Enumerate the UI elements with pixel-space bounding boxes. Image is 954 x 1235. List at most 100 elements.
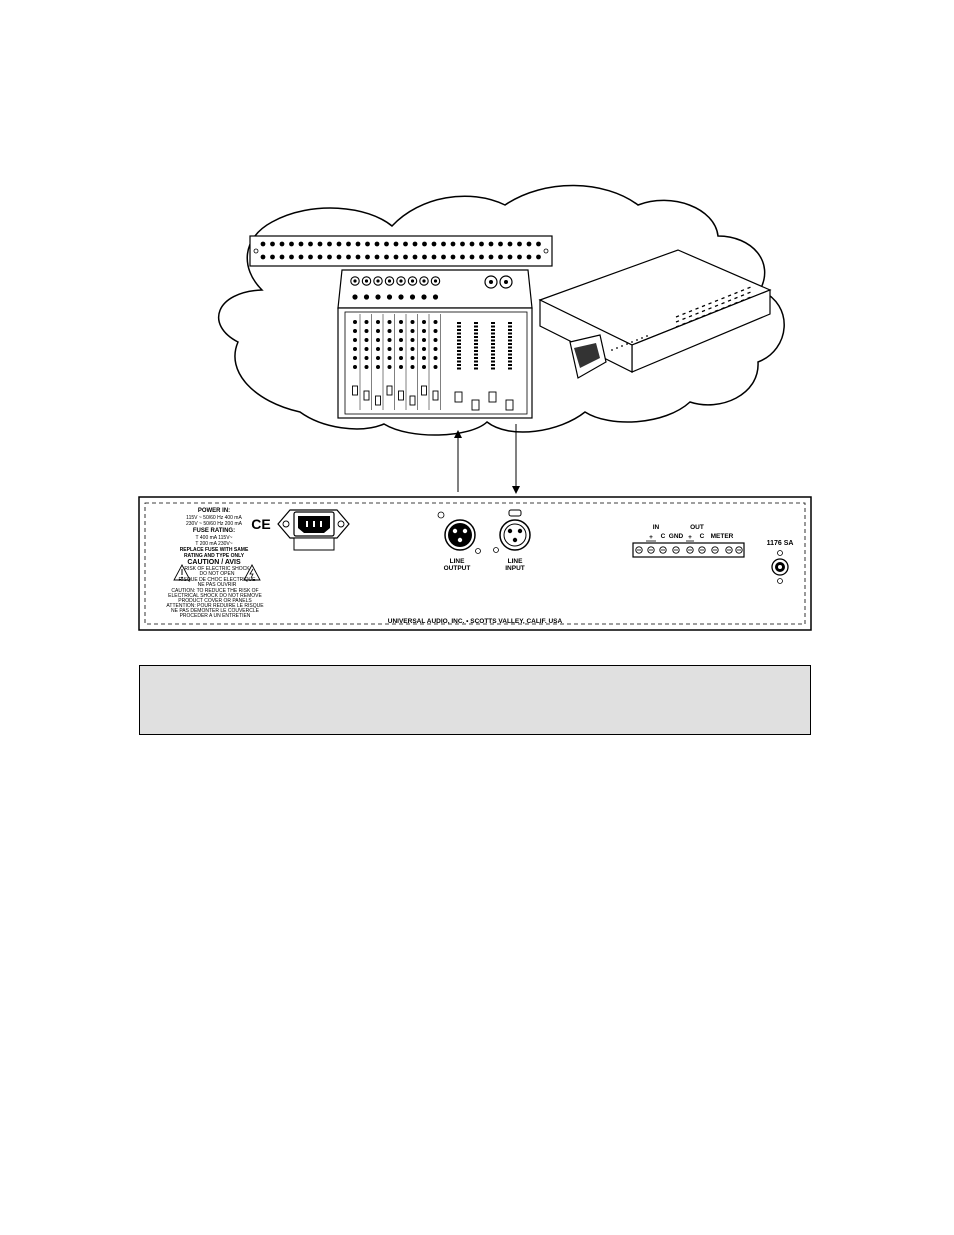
rack-vent-slot (734, 296, 738, 300)
mixer-fader (421, 385, 427, 396)
patch-jack (308, 254, 313, 260)
mixer-input-jack (396, 276, 406, 286)
mixer-input-jack-pin (422, 279, 426, 283)
rack-vent-slot (675, 320, 680, 323)
mixer-meter-segment (474, 367, 478, 370)
line-output-label-2: OUTPUT (444, 565, 471, 572)
mixer-meter-segment (491, 350, 495, 352)
caution-text-1: CAUTION: TO REDUCE THE RISK OF (171, 588, 258, 594)
patch-jack (298, 241, 304, 247)
mixer-knob (376, 365, 380, 369)
mixer-meter-segment (457, 364, 461, 366)
rack-led (636, 339, 638, 341)
mixer-knob (376, 356, 380, 360)
mixer-input-jack-pin (399, 279, 403, 283)
mixer-meter-segment (491, 360, 495, 363)
power-in-title: POWER IN: (198, 508, 230, 514)
rack-vent-slot (708, 307, 712, 310)
terminal-strip[interactable] (632, 542, 745, 558)
mixer-knob (353, 347, 357, 351)
patch-jack (536, 254, 541, 260)
rack-led (626, 343, 628, 345)
mixer-knob (399, 320, 403, 324)
rear-panel: POWER IN: 115V ~ 50/60 Hz 400 mA 230V ~ … (138, 496, 812, 631)
patch-jack (384, 241, 389, 247)
patch-jack (279, 254, 285, 260)
mixer-meter-segment (508, 350, 512, 352)
line-input-xlr-jack[interactable] (493, 509, 531, 553)
rack-led (621, 345, 623, 347)
mixer-input-jack (361, 276, 372, 286)
iec-power-inlet[interactable] (277, 509, 350, 551)
mixer-knob (387, 347, 392, 351)
attention-text-2: NE PAS DEMONTER LE COUVERCLE (171, 608, 260, 614)
mixer-insert-jack (432, 294, 439, 300)
shock-warning-icon (243, 564, 261, 581)
mixer-meter-segment (508, 336, 512, 338)
mixer-meter-segment (491, 336, 495, 338)
rack-vent-slot (740, 289, 745, 292)
mixer-knob (422, 365, 426, 369)
patch-jack (260, 241, 266, 247)
manufacturer-label: UNIVERSAL AUDIO, INC. • SCOTTS VALLEY, C… (388, 618, 563, 625)
mixer-meter-segment (474, 346, 478, 349)
mixer-knob (433, 365, 438, 369)
patch-jack (460, 241, 465, 247)
mixer-insert-jack (386, 294, 393, 300)
shock-warning-en-1: RISK OF ELECTRIC SHOCK (184, 566, 250, 572)
mixer-knob (353, 329, 357, 333)
patch-jack (498, 254, 503, 260)
mixer-meter-segment (457, 360, 461, 363)
caution-text-3: PRODUCT COVER OR PANELS (178, 598, 252, 604)
terminal-plus-out-label: + (688, 534, 692, 541)
terminal-c-out-label: C (700, 533, 705, 540)
patch-jack (517, 254, 522, 260)
meter-zero-adjust-knob[interactable] (771, 550, 789, 584)
mixer-insert-jack (421, 294, 427, 300)
mixer-meter-segment (474, 339, 478, 342)
mixer-knob (433, 356, 438, 360)
rack-vent-slot (701, 309, 706, 313)
mixer-insert-jack (375, 294, 381, 300)
mixer-meter-segment (508, 367, 512, 370)
mixer-knob (422, 347, 426, 351)
mixer-fader (363, 390, 370, 401)
mixer-knob (387, 356, 392, 360)
patch-jack (441, 241, 446, 247)
mixer-knob (399, 329, 403, 333)
mixer-input-jack-pin (387, 279, 392, 283)
mixer-knob (353, 320, 357, 324)
rack-vent-slot (701, 304, 706, 308)
terminal-out-label: OUT (690, 524, 704, 531)
rack-vent-slot (695, 317, 699, 320)
rack-vent-slot (747, 291, 751, 295)
mixer-fader (398, 390, 404, 401)
mixer-knob (433, 320, 438, 324)
mixer-knob (399, 365, 403, 369)
rack-led (646, 335, 648, 337)
mixer-meter-segment (491, 329, 495, 331)
rack-led (641, 337, 643, 339)
patch-jack (355, 241, 361, 247)
mixer-knob (399, 347, 403, 351)
mixer-insert-jack (352, 294, 358, 300)
mixer-meter-segment (474, 332, 478, 335)
rack-vent-slot (701, 314, 706, 318)
rack-led (616, 347, 618, 349)
ce-mark: CE (251, 516, 270, 532)
rack-vent-slot (675, 315, 680, 318)
mixer-fader (432, 390, 439, 401)
patch-jack (308, 241, 313, 247)
rack-vent-slot (740, 299, 745, 302)
mixer-input-jack-pin (364, 279, 369, 283)
shock-warning-fr-2: NE PAS OUVRIR (198, 582, 237, 588)
shock-warning-fr-1: RISQUE DE CHOC ELECTRIQUE (179, 577, 257, 583)
patch-jack (279, 241, 285, 247)
mixer-knob (422, 320, 426, 324)
line-output-xlr-jack[interactable] (437, 511, 481, 554)
fuse-rating-115v: T 400 mA 115V~ (196, 535, 233, 541)
caption-box (139, 665, 811, 735)
rack-vent-slot (714, 299, 719, 303)
mixer-meter-segment (508, 346, 512, 349)
rack-vent-slot (721, 306, 725, 310)
